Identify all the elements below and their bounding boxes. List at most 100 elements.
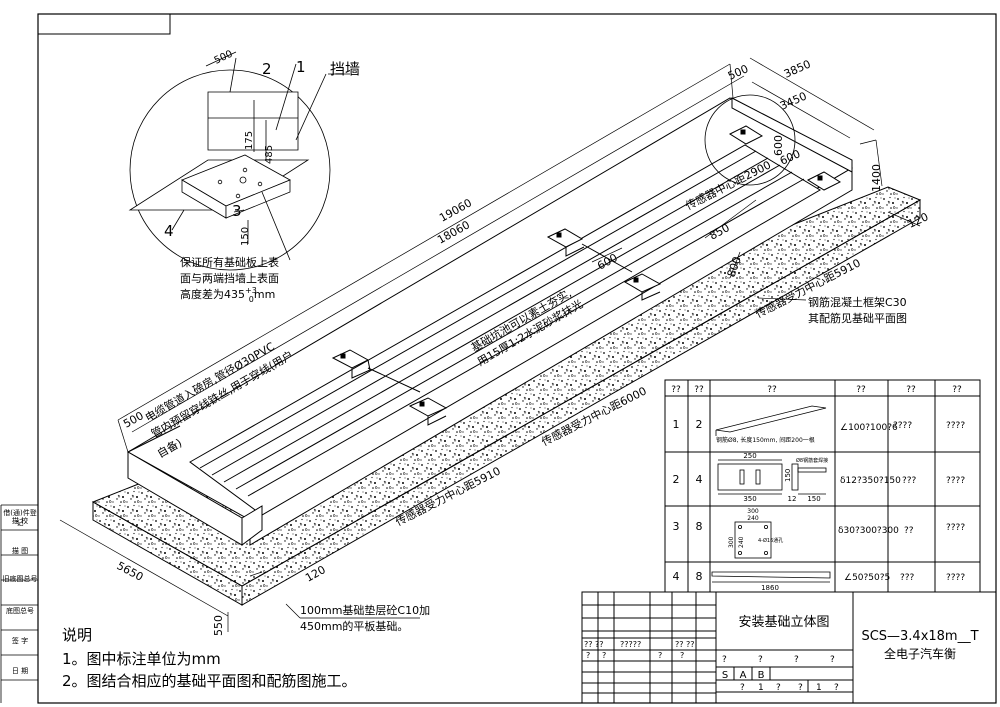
pt-r1-qty: 2 [696,418,703,431]
sheet-border [37,13,997,704]
part-sketches [711,405,831,583]
pt-r3-c4: ?? [904,526,914,536]
tb-row2-d: ? [680,651,684,660]
pt-r3-dim-d: 240 [738,536,745,548]
note-2: 2。图结合相应的基础平面图和配筋图施工。 [62,672,357,690]
pt-r3-dim-a: 300 [747,508,759,515]
dim-1400: 1400 [870,164,883,192]
pt-r4-qty: 8 [696,570,703,583]
pt-r2-dim-b: 350 [743,495,756,503]
sensor-pads [331,125,842,426]
side-label-trace: 描 图 [11,547,29,555]
tb-scale-a: A [740,670,747,681]
pt-r2-c5: ???? [946,476,965,486]
detail-dim-175: 175 [244,131,255,150]
dim-550: 550 [212,615,225,636]
tb-scale-b: B [758,670,765,681]
pt-r1-caption: 钢筋Ø8, 长度150mm, 间距200一根 [716,436,815,444]
side-label-sign: 签 字 [11,637,29,645]
tb-sheet-b: 1 [758,683,764,693]
tb-sheet-a: ? [740,683,745,693]
pt-r2-no: 2 [673,473,680,486]
tb-row2-f: ? [758,655,763,665]
pt-h3: ?? [767,385,777,395]
pt-r3-spec: δ30?300?300 [838,526,899,536]
pt-h5: ?? [906,385,916,395]
pt-r2-caption: Ø8钢筋套焊接 [796,457,828,464]
side-label-trace-check: 描 校 [11,517,29,525]
pt-r4-spec: ∠50?50?5 [844,573,890,583]
pt-r3-dim-b: 240 [747,515,759,522]
detail-note-3-text: 高度差为435 [180,287,245,301]
tb-row2-b: ? [602,651,606,660]
pt-r4-c5: ???? [946,573,965,583]
pt-r3-no: 3 [673,520,680,533]
dim-500-left: 500 [121,409,146,431]
side-strip [0,504,38,703]
title-block-product: 全电子汽车衡 [884,646,956,661]
annot-base-2: 450mm的平板基础。 [300,619,408,633]
tb-row2-a: ? [586,651,590,660]
side-label-old-master: 旧底图总号 [2,575,38,583]
detail-note-sub: 0 [249,295,254,304]
pt-r2-qty: 4 [696,473,703,486]
pt-r3-c5: ???? [946,523,965,533]
dim-18060: 18060 [435,218,472,246]
detail-note-1: 保证所有基础板上表 [180,255,279,269]
notes-title: 说明 [62,626,93,644]
pt-h6: ?? [952,385,962,395]
pt-r2-dim-e: 150 [807,495,820,503]
tb-row2-h: ? [830,655,835,665]
tb-sheet-f: ? [834,683,839,693]
annot-base-1: 100mm基础垫层砼C10加 [300,603,430,617]
pt-r2-dim-c: 150 [784,469,792,482]
detail-note-unit: mm [254,288,275,301]
label-1: 1 [296,58,306,76]
pit-frame [126,97,853,546]
title-block-name: 安装基础立体图 [738,615,829,630]
detail-note-2: 面与两端挡墙上表面 [180,271,279,285]
tb-row2-g: ? [794,655,799,665]
dim-3450: 3450 [778,89,809,112]
pt-r2-c4: ??? [902,476,917,486]
detail-dim-500: 500 [213,49,235,67]
tb-row1-c: ?? ?? [675,640,695,649]
dimension-lines [59,57,921,632]
corner-box [37,13,171,35]
pt-r1-c5: ???? [946,421,965,431]
label-2: 2 [262,60,272,78]
side-label-date: 日 期 [11,667,29,675]
pt-r2-dim-a: 250 [743,452,756,460]
detail-note-sup: +3 [245,286,257,295]
pt-h1: ?? [671,385,681,395]
title-block-grid [581,591,997,704]
pt-r3-dim-c: 300 [728,536,735,548]
annot-frame-1: 钢筋混凝土框架C30 [808,295,907,309]
pt-h4: ?? [856,385,866,395]
dim-19060: 19060 [437,196,474,224]
tb-row1-a: ?? ?? [584,640,604,649]
pt-r3-qty: 8 [696,520,703,533]
parts-table-grid [664,379,981,593]
pt-r2-dim-d: 12 [788,495,797,503]
pt-r1-c4: ???? [893,421,912,431]
note-1: 1。图中标注单位为mm [62,650,221,668]
pt-r3-caption: 4-Ø16通孔 [758,537,783,544]
title-block-model: SCS—3.4x18m__T [861,629,978,644]
tb-row2-e: ? [722,655,727,665]
pt-r4-dim-a: 1860 [761,584,779,592]
pt-r1-spec: ∠100?100?6 [840,423,898,433]
label-wall: 挡墙 [330,60,360,78]
tb-row1-b: ????? [620,640,641,649]
tb-sheet-c: ? [776,683,781,693]
side-label-master: 底图总号 [6,607,34,615]
label-4: 4 [164,222,174,240]
tb-row2-c: ? [658,651,662,660]
dim-5650: 5650 [115,559,146,584]
dim-600a: 600 [772,135,785,156]
label-3: 3 [232,202,242,220]
pt-r2-spec: δ12?350?150 [840,476,901,486]
tb-sheet-d: ? [798,683,803,693]
